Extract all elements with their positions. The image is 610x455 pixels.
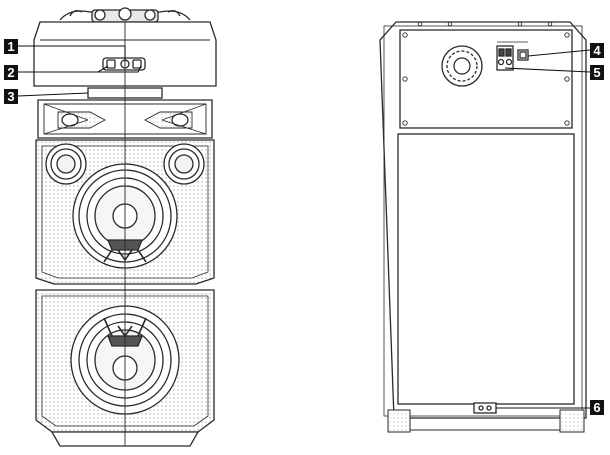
callout-5: 5: [590, 65, 604, 80]
callout-6: 6: [590, 400, 604, 415]
top-panel-ports: [102, 57, 146, 71]
leader-lines: [17, 45, 591, 409]
upper-left-woofer: [45, 143, 87, 185]
rear-view: [379, 21, 587, 433]
rear-feet: [387, 409, 585, 433]
rear-screws: [402, 21, 570, 126]
upper-right-woofer: [163, 143, 205, 185]
rear-upper-panel: [399, 29, 573, 129]
callout-2: 2: [4, 65, 18, 80]
callout-1-label: 1: [7, 39, 14, 54]
rear-terminals: [496, 41, 529, 71]
callout-1: 1: [4, 39, 18, 54]
callout-6-label: 6: [593, 400, 600, 415]
bass-port: [441, 45, 483, 87]
callout-2-label: 2: [7, 65, 14, 80]
power-socket: [473, 402, 497, 414]
callout-3-label: 3: [7, 89, 14, 104]
callout-4-label: 4: [593, 43, 601, 58]
callout-3: 3: [4, 89, 18, 104]
callout-5-label: 5: [593, 65, 600, 80]
front-view: [33, 7, 217, 447]
top-controls: [59, 7, 191, 23]
callout-4: 4: [590, 43, 604, 58]
rear-lower-panel: [397, 133, 575, 405]
